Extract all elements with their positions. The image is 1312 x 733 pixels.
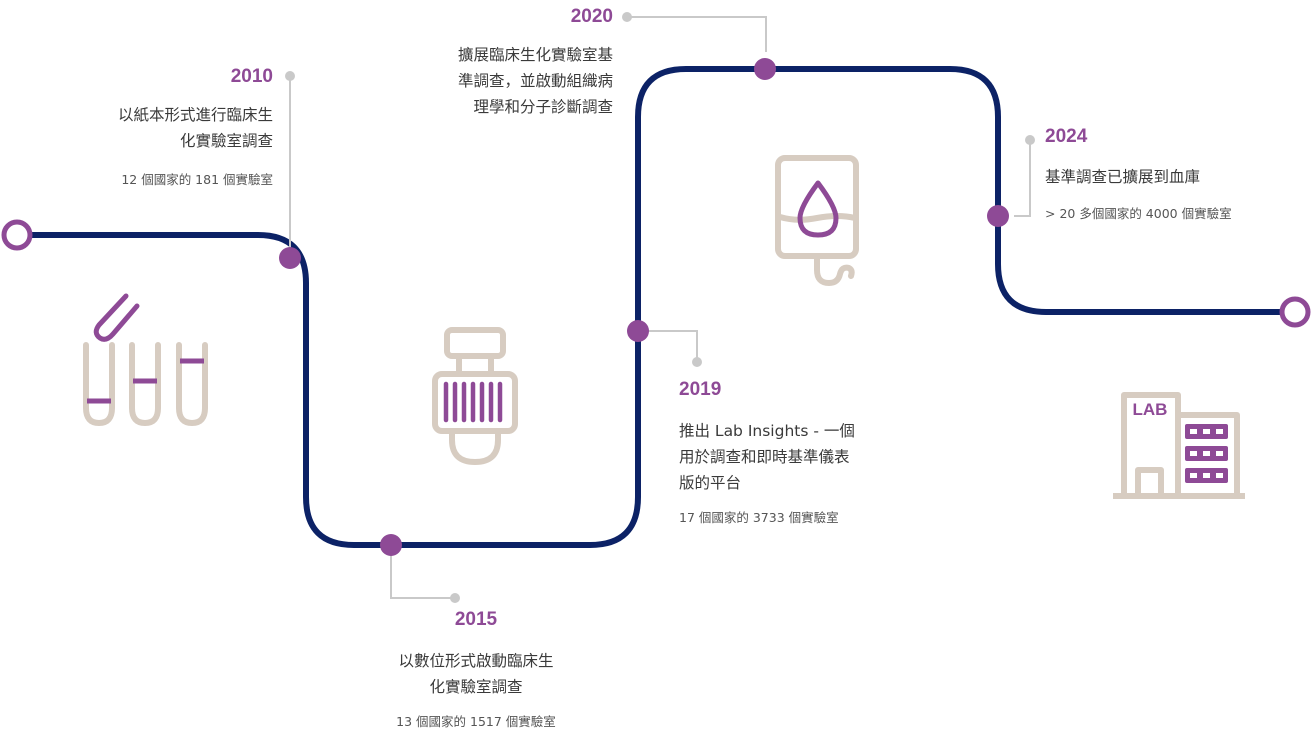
sample-vial-icon — [432, 327, 518, 465]
timeline-path — [14, 66, 1298, 548]
description-line: 理學和分子診斷調查 — [473, 98, 613, 116]
connector-2020 — [627, 16, 767, 52]
connector-2024 — [1014, 140, 1031, 217]
blood-bag-icon — [775, 155, 859, 286]
milestone-stat-2024: > 20 多個國家的 4000 個實驗室 — [1045, 206, 1232, 221]
milestone-dot-2020 — [754, 58, 776, 80]
milestone-description-2024: 基準調查已擴展到血庫 — [1045, 164, 1285, 190]
description-line: 推出 Lab Insights - 一個 — [679, 422, 855, 440]
description-line: 版的平台 — [679, 474, 742, 492]
timeline-start-marker — [1, 219, 33, 251]
connector-2019 — [638, 330, 698, 362]
lab-building-icon: LAB — [1113, 392, 1245, 499]
connector-dot-2019 — [692, 357, 702, 367]
connector-dot-2024 — [1025, 135, 1035, 145]
milestone-description-2019: 推出 Lab Insights - 一個 用於調查和即時基準儀表 版的平台 — [679, 418, 889, 496]
connector-dot-2020 — [622, 12, 632, 22]
milestone-description-2010: 以紙本形式進行臨床生 化實驗室調查 — [53, 102, 273, 154]
milestone-dot-2024 — [987, 205, 1009, 227]
milestone-year-2010: 2010 — [230, 66, 273, 87]
milestone-stat-2010: 12 個國家的 181 個實驗室 — [121, 172, 273, 187]
milestone-stat-2019: 17 個國家的 3733 個實驗室 — [679, 510, 839, 525]
description-line: 基準調查已擴展到血庫 — [1045, 168, 1201, 186]
milestone-dot-2015 — [380, 534, 402, 556]
milestone-description-2020: 擴展臨床生化實驗室基 準調查，並啟動組織病 理學和分子診斷調查 — [393, 42, 613, 120]
milestone-description-2015: 以數位形式啟動臨床生 化實驗室調查 — [356, 648, 596, 700]
description-line: 化實驗室調查 — [179, 132, 273, 150]
description-line: 化實驗室調查 — [429, 678, 523, 696]
milestone-dot-2019 — [627, 320, 649, 342]
milestone-year-2019: 2019 — [679, 379, 722, 400]
test-tubes-icon — [83, 293, 208, 427]
timeline-end-marker — [1279, 296, 1311, 328]
lab-sign-text: LAB — [1133, 400, 1168, 419]
description-line: 用於調查和即時基準儀表 — [679, 448, 850, 466]
connector-dot-2010 — [285, 71, 295, 81]
milestone-dot-2010 — [279, 247, 301, 269]
description-line: 擴展臨床生化實驗室基 — [457, 46, 613, 64]
description-line: 以數位形式啟動臨床生 — [398, 652, 554, 670]
description-line: 以紙本形式進行臨床生 — [117, 106, 273, 124]
milestone-year-2015: 2015 — [454, 609, 498, 630]
milestone-year-2020: 2020 — [570, 6, 613, 27]
connector-dot-2015 — [450, 593, 460, 603]
milestone-stat-2015: 13 個國家的 1517 個實驗室 — [396, 714, 556, 729]
description-line: 準調查，並啟動組織病 — [457, 72, 613, 90]
connector-2015 — [390, 545, 455, 599]
milestone-year-2024: 2024 — [1045, 126, 1088, 147]
